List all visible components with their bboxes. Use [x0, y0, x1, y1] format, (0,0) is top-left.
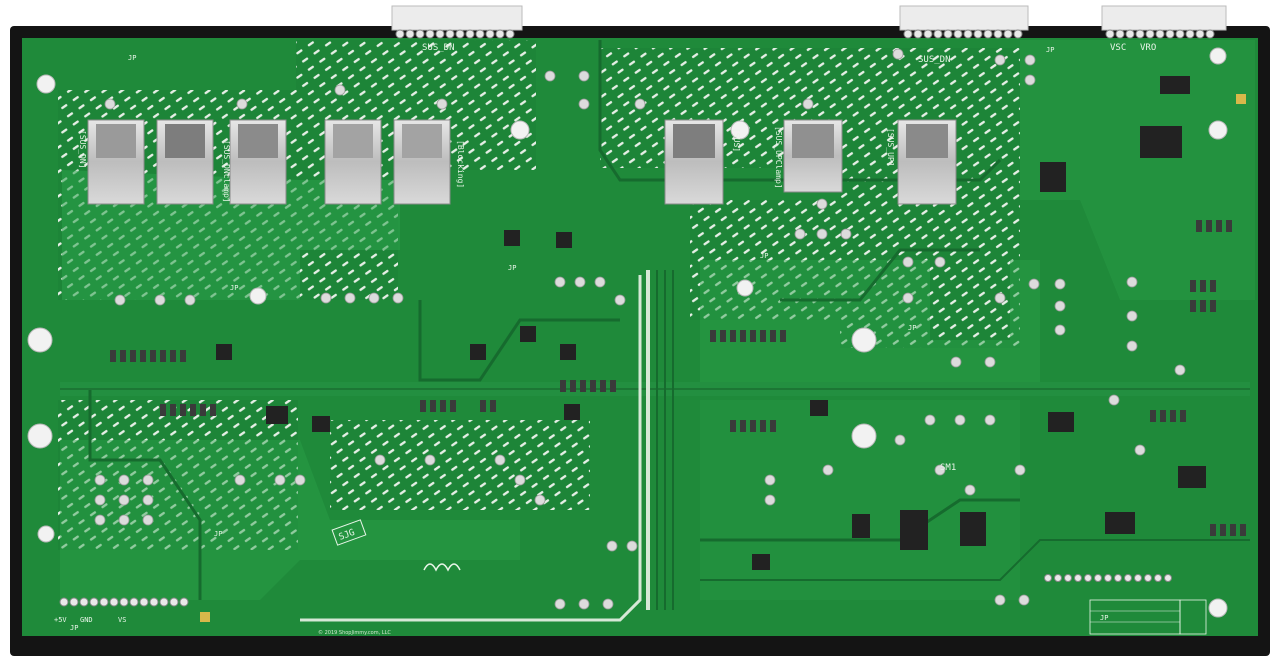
- heatsink-label-blocking: [Blocking]: [456, 140, 465, 188]
- ic-chip: [1160, 76, 1190, 94]
- pin-row-top-right-b: [1105, 29, 1215, 39]
- pin-row-bottom-left: [59, 597, 189, 607]
- connector-label-sus-dn-left: SUS_DN: [422, 43, 455, 53]
- ic-chip: [1140, 126, 1182, 158]
- ic-chip: [560, 344, 576, 360]
- mounting-hole: [249, 287, 267, 305]
- ic-chip: [564, 404, 580, 420]
- mounting-hole: [851, 327, 877, 353]
- ic-chip: [216, 344, 232, 360]
- mounting-hole: [36, 74, 56, 94]
- pin-row-bottom-right: [1044, 574, 1172, 582]
- ic-chip: [852, 514, 870, 538]
- pin1-pad: [1236, 94, 1246, 104]
- mounting-hole: [736, 279, 754, 297]
- copper-pour-4: [1020, 40, 1255, 300]
- heatsink-label-sus-up: [SUS_UP]: [886, 128, 895, 167]
- ic-chip: [1040, 162, 1066, 192]
- mounting-hole: [27, 327, 53, 353]
- through-hole-pads: [94, 48, 1186, 610]
- mounting-hole: [510, 120, 530, 140]
- mounting-hole: [851, 423, 877, 449]
- pin-row-top-left: [395, 29, 515, 39]
- mounting-hole: [37, 525, 55, 543]
- jp-label: JP: [70, 624, 78, 632]
- ic-chip: [1048, 412, 1074, 432]
- label-vs: VS: [118, 616, 126, 624]
- heatsink-label-sus-dn: [SUS_DN]: [78, 130, 87, 169]
- mounting-hole: [1208, 598, 1228, 618]
- ic-chips: [216, 76, 1206, 570]
- copyright-text: © 2019 ShopJimmy.com, LLC: [318, 629, 391, 636]
- ic-chip: [520, 326, 536, 342]
- label-gnd: GND: [80, 616, 93, 624]
- connector-label-vro: VRO: [1140, 43, 1156, 53]
- heatsink-row-left: [87, 119, 451, 205]
- copper-pour-5: [700, 400, 1020, 600]
- jp-label: JP: [908, 324, 916, 332]
- label-plus-5v: +5V: [54, 616, 67, 624]
- jp-label: JP: [1100, 614, 1108, 622]
- mounting-hole: [27, 423, 53, 449]
- ic-chip: [1178, 466, 1206, 488]
- jp-label: JP: [230, 284, 238, 292]
- connector-label-vsc: VSC: [1110, 43, 1126, 53]
- heatsink-row-right: [664, 119, 957, 205]
- silk-label-block: [1179, 599, 1207, 635]
- jp-label: JP: [214, 530, 222, 538]
- heatsink-label-sus: [SUS]: [732, 128, 741, 152]
- ic-chip: [266, 406, 288, 424]
- hatch-area-6: [330, 420, 590, 510]
- mounting-hole: [1208, 120, 1228, 140]
- mounting-hole: [1209, 47, 1227, 65]
- smd-components: [110, 220, 1246, 536]
- jp-label: JP: [128, 54, 136, 62]
- ic-chip: [810, 400, 828, 416]
- mounting-holes: [27, 47, 1228, 618]
- connector-top-left-housing: [391, 5, 523, 31]
- pin-row-top-right-a: [903, 29, 1023, 39]
- sm1-marking: SM1: [940, 463, 956, 473]
- connector-top-right-b-housing: [1101, 5, 1227, 31]
- heatsink-label-sus-upc-lamp: [SUS_UPClamp]: [774, 126, 783, 189]
- ic-chip: [556, 232, 572, 248]
- ic-chip: [900, 510, 928, 550]
- ic-chip: [752, 554, 770, 570]
- ic-chip: [504, 230, 520, 246]
- mounting-hole: [730, 120, 750, 140]
- ic-chip: [960, 512, 986, 546]
- jp-label: JP: [508, 264, 516, 272]
- jp-label: JP: [1046, 46, 1054, 54]
- heatsink-label-sus-dn-clamp: [SUS_DNclamp]: [222, 140, 231, 203]
- connector-label-sus-dn-right: SUS_DN: [918, 55, 951, 65]
- pin1-pad: [200, 612, 210, 622]
- copper-pour-1: [62, 170, 400, 300]
- coil-symbol: [423, 563, 461, 572]
- connector-top-right-a-housing: [899, 5, 1029, 31]
- jp-label: JP: [760, 252, 768, 260]
- ic-chip: [470, 344, 486, 360]
- ic-chip: [312, 416, 330, 432]
- ic-chip: [1105, 512, 1135, 534]
